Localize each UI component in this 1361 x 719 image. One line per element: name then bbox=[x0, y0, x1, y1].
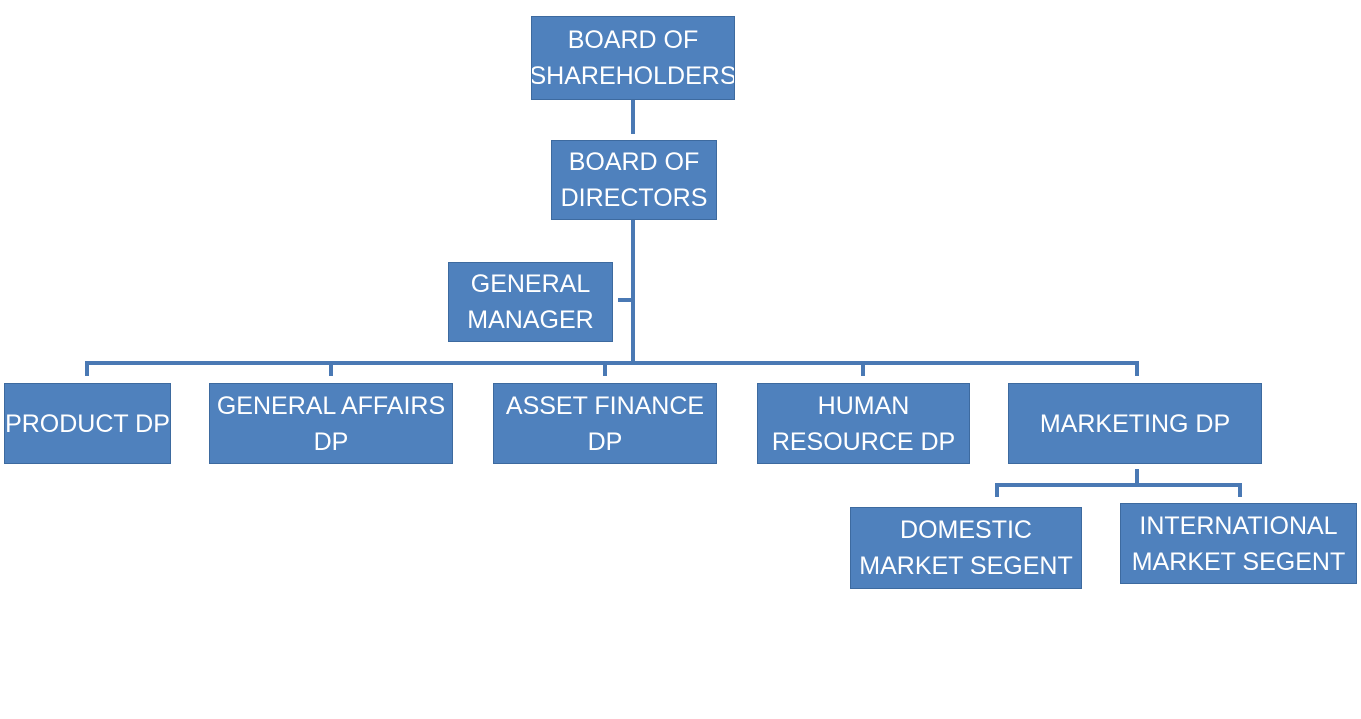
node-label: GENERAL AFFAIRS DP bbox=[216, 391, 446, 456]
node-label: PRODUCT DP bbox=[5, 409, 170, 438]
node-label: BOARD OF SHAREHOLDERS bbox=[531, 26, 735, 90]
node-international-market-segent: INTERNATIONAL MARKET SEGENT bbox=[1120, 503, 1357, 584]
node-board-of-directors: BOARD OF DIRECTORS bbox=[551, 140, 717, 220]
node-label: ASSET FINANCE DP bbox=[505, 391, 705, 456]
node-board-of-shareholders: BOARD OF SHAREHOLDERS bbox=[531, 16, 735, 100]
node-label: INTERNATIONAL MARKET SEGENT bbox=[1131, 511, 1346, 576]
node-label: DOMESTIC MARKET SEGENT bbox=[859, 516, 1073, 580]
node-product-dp: PRODUCT DP bbox=[4, 383, 171, 464]
node-asset-finance-dp: ASSET FINANCE DP bbox=[493, 383, 717, 464]
node-domestic-market-segent: DOMESTIC MARKET SEGENT bbox=[850, 507, 1082, 589]
node-general-manager: GENERAL MANAGER bbox=[448, 262, 613, 342]
node-marketing-dp: MARKETING DP bbox=[1008, 383, 1262, 464]
node-label: BOARD OF DIRECTORS bbox=[560, 148, 708, 212]
node-label: HUMAN RESOURCE DP bbox=[771, 391, 956, 456]
node-label: GENERAL MANAGER bbox=[467, 270, 594, 334]
node-label: MARKETING DP bbox=[1039, 409, 1231, 438]
node-general-affairs-dp: GENERAL AFFAIRS DP bbox=[209, 383, 453, 464]
node-human-resource-dp: HUMAN RESOURCE DP bbox=[757, 383, 970, 464]
